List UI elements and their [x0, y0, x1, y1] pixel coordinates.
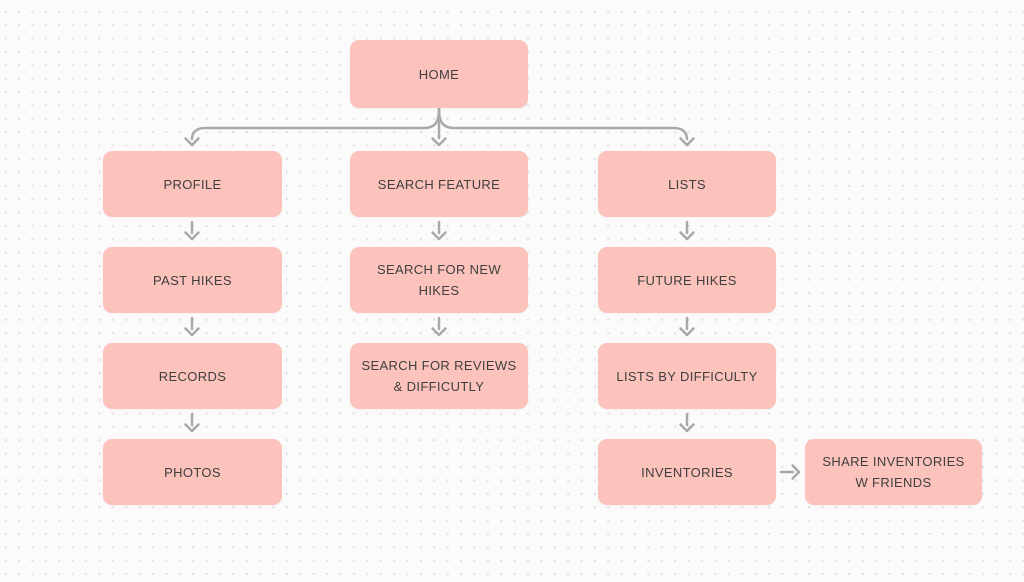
connector-line[interactable] — [190, 108, 441, 141]
arrowhead-down-icon — [679, 231, 695, 241]
arrowhead-down-icon — [679, 423, 695, 433]
connector-search-feature-new-hikes[interactable] — [431, 220, 447, 241]
node-label: INVENTORIES — [641, 464, 733, 480]
connector-profile-past-hikes[interactable] — [184, 220, 200, 241]
node-inventories[interactable]: INVENTORIES — [598, 439, 776, 505]
arrowhead-down-icon — [184, 327, 200, 337]
node-search-for-reviews-difficutly[interactable]: SEARCH FOR REVIEWS & DIFFICUTLY — [350, 343, 528, 409]
node-label: RECORDS — [158, 368, 227, 384]
arrowhead-down-icon — [679, 137, 695, 147]
connector-lists-future-hikes[interactable] — [679, 220, 695, 241]
connector-inventories-share[interactable] — [779, 464, 801, 480]
node-label: SEARCH FEATURE — [377, 176, 501, 192]
arrowhead-down-icon — [431, 327, 447, 337]
node-label: SEARCH FOR NEW HIKES — [376, 262, 502, 298]
node-label: PROFILE — [163, 176, 222, 192]
arrowhead-down-icon — [679, 327, 695, 337]
connector-lists-by-difficulty-inventories[interactable] — [679, 412, 695, 433]
arrowhead-down-icon — [184, 423, 200, 433]
node-label: HOME — [418, 66, 460, 82]
connector-home-lists[interactable] — [437, 108, 695, 147]
node-search-feature[interactable]: SEARCH FEATURE — [350, 151, 528, 217]
node-lists-by-difficulty[interactable]: LISTS BY DIFFICULTY — [598, 343, 776, 409]
node-profile[interactable]: PROFILE — [103, 151, 282, 217]
node-search-for-new-hikes[interactable]: SEARCH FOR NEW HIKES — [350, 247, 528, 313]
node-photos[interactable]: PHOTOS — [103, 439, 282, 505]
node-label: SHARE INVENTORIES W FRIENDS — [822, 454, 965, 490]
node-past-hikes[interactable]: PAST HIKES — [103, 247, 282, 313]
node-share-inventories-w-friends[interactable]: SHARE INVENTORIES W FRIENDS — [805, 439, 982, 505]
connector-past-hikes-records[interactable] — [184, 316, 200, 337]
connector-new-hikes-reviews[interactable] — [431, 316, 447, 337]
connector-records-photos[interactable] — [184, 412, 200, 433]
arrowhead-down-icon — [184, 231, 200, 241]
node-label: SEARCH FOR REVIEWS & DIFFICUTLY — [361, 358, 517, 394]
arrowhead-down-icon — [184, 137, 200, 147]
connector-line[interactable] — [437, 108, 689, 141]
arrowhead-down-icon — [431, 137, 447, 147]
node-label: LISTS BY DIFFICULTY — [616, 368, 758, 384]
arrowhead-down-icon — [431, 231, 447, 241]
arrowhead-right-icon — [791, 464, 801, 480]
node-records[interactable]: RECORDS — [103, 343, 282, 409]
connector-future-hikes-lists-by-difficulty[interactable] — [679, 316, 695, 337]
node-label: PAST HIKES — [153, 272, 232, 288]
node-label: PHOTOS — [164, 464, 221, 480]
connector-home-profile[interactable] — [184, 108, 441, 147]
node-label: FUTURE HIKES — [637, 272, 737, 288]
node-home[interactable]: HOME — [350, 40, 528, 108]
node-label: LISTS — [668, 176, 706, 192]
node-lists[interactable]: LISTS — [598, 151, 776, 217]
node-future-hikes[interactable]: FUTURE HIKES — [598, 247, 776, 313]
